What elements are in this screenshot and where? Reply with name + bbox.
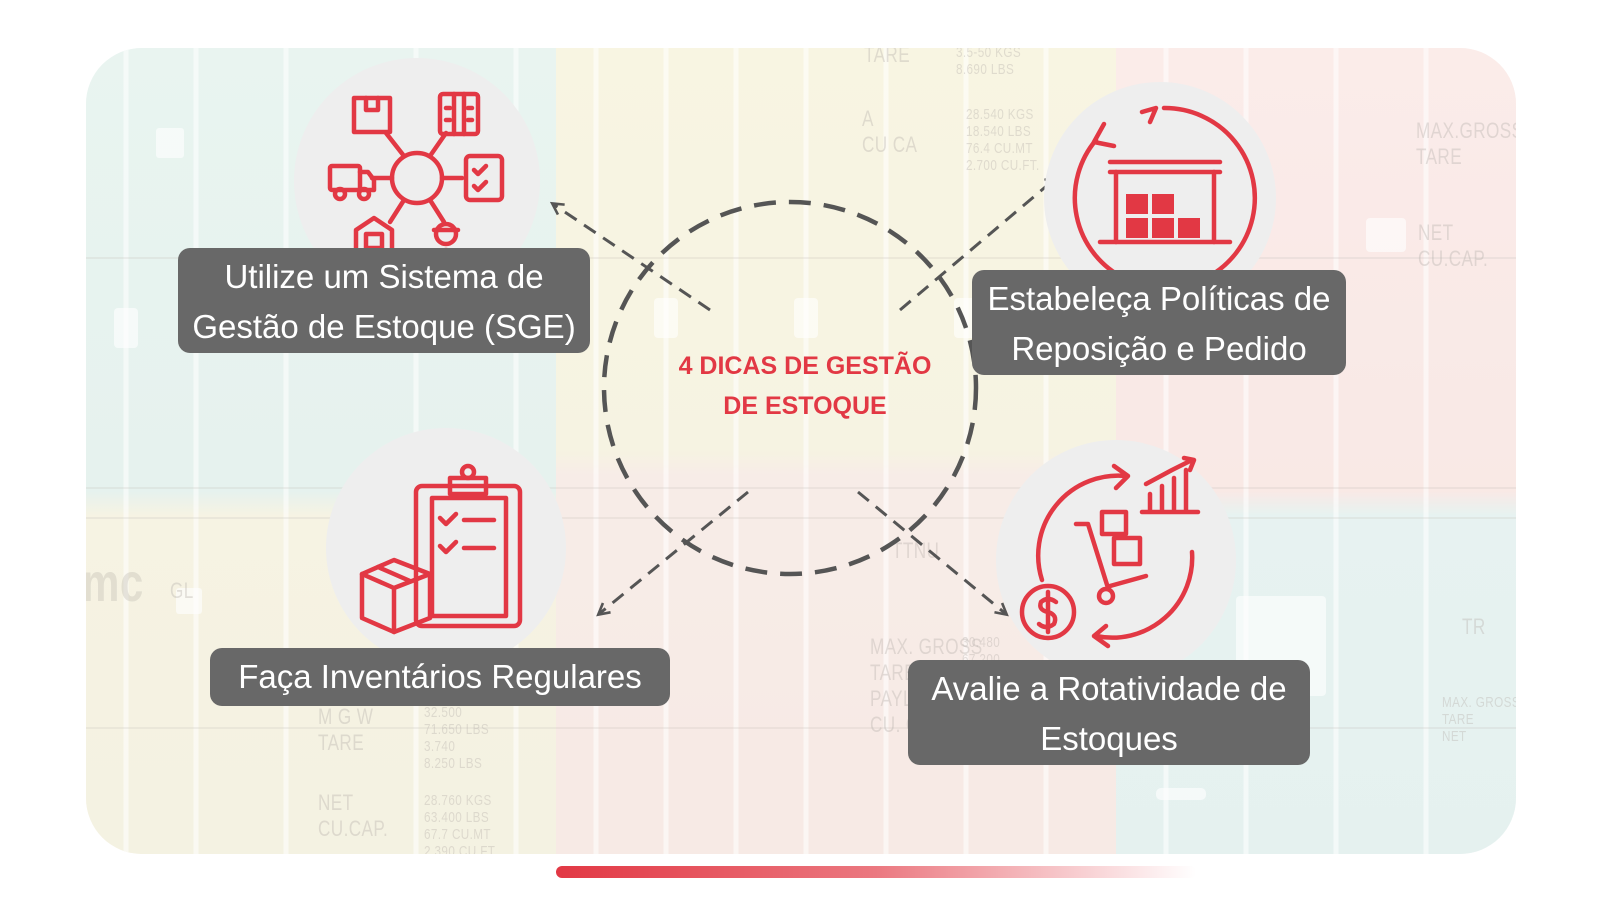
center-title-line: DE ESTOQUE — [723, 392, 887, 420]
container-marking: NET CU.CAP. — [318, 790, 389, 841]
center-title: 4 DICAS DE GESTÃO DE ESTOQUE — [640, 346, 970, 426]
tip-label-line: Reposição e Pedido — [1011, 330, 1307, 367]
tip-label-2: Estabeleça Políticas de Reposição e Pedi… — [972, 270, 1346, 375]
tip-icon-circle — [996, 440, 1236, 680]
container-marking: A CU CA — [862, 106, 918, 157]
decorative-progress-bar — [556, 866, 1196, 878]
tip-label-3: Faça Inventários Regulares — [210, 648, 670, 706]
arrow-to-tip-1 — [549, 201, 711, 312]
container-marking: M G W TARE — [318, 704, 374, 755]
center-title-line: 4 DICAS DE GESTÃO — [678, 352, 932, 380]
container-marking: GL — [170, 578, 194, 603]
container-marking: MAX. GROSS TARE NET — [1442, 694, 1516, 745]
tip-icon-circle — [326, 428, 566, 668]
container-marking: MAX.GROSS TARE — [1416, 118, 1516, 169]
tip-label-line: Faça Inventários Regulares — [238, 658, 642, 695]
container-marking: TR — [1462, 614, 1486, 639]
arrow-to-tip-3 — [596, 490, 749, 617]
container-marking: TARE — [864, 48, 911, 67]
container-marking: 28.540 KGS 18.540 LBS 76.4 CU.MT 2.700 C… — [966, 106, 1040, 174]
arrow-to-tip-4 — [857, 490, 1009, 617]
center-dashed-circle — [601, 199, 979, 577]
container-marking: 32.500 71.650 LBS 3.740 8.250 LBS — [424, 704, 490, 772]
container-marking: mc — [86, 553, 144, 613]
tip-label-line: Avalie a Rotatividade de — [931, 670, 1287, 707]
container-marking: 28.760 KGS 63.400 LBS 67.7 CU.MT 2.390 C… — [424, 792, 498, 854]
arrow-to-tip-2 — [899, 175, 1059, 312]
container-marking: 3.5-50 KGS 8.690 LBS — [956, 48, 1022, 78]
clipboard-checklist-icon — [359, 463, 523, 635]
container-marking: NET CU.CAP. — [1418, 220, 1489, 271]
tip-label-line: Estoques — [1040, 720, 1178, 757]
tip-label-4: Avalie a Rotatividade de Estoques — [908, 660, 1310, 765]
tip-label-line: Gestão de Estoque (SGE) — [192, 308, 576, 345]
tip-label-line: Estabeleça Políticas de — [987, 280, 1331, 317]
tip-label-line: Utilize um Sistema de — [224, 258, 544, 295]
tip-label-1: Utilize um Sistema de Gestão de Estoque … — [178, 248, 590, 353]
inventory-turnover-icon — [1019, 455, 1201, 649]
